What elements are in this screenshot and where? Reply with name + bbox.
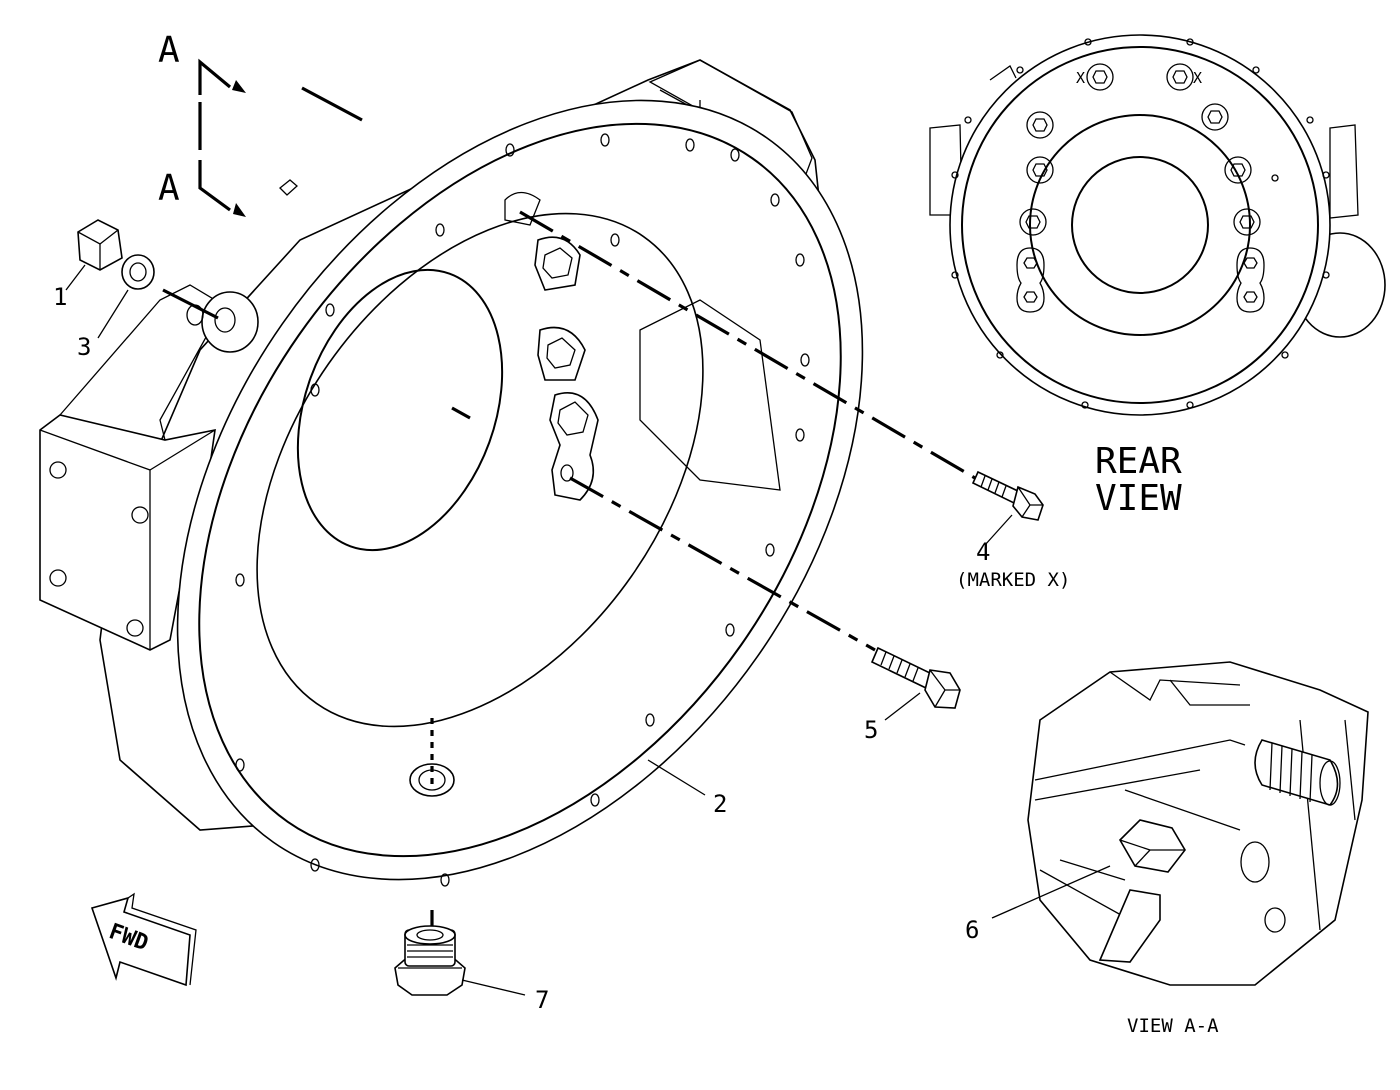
flange-bolt-holes xyxy=(235,133,810,887)
flywheel-housing xyxy=(39,59,864,887)
rear-hex-bolts xyxy=(1016,63,1265,313)
leader-2 xyxy=(647,759,706,796)
part-plug xyxy=(77,219,219,320)
plug-boss xyxy=(201,291,259,353)
section-mark-upper: A xyxy=(158,30,180,71)
housing-bolt-bosses xyxy=(504,191,599,501)
rear-view-title-line2: VIEW xyxy=(1095,478,1182,519)
fwd-arrow: FWD xyxy=(90,892,197,987)
section-indicator: A A xyxy=(158,30,246,217)
axis-line-center xyxy=(451,406,471,420)
rear-mark-left: X xyxy=(1076,69,1085,87)
leader-1 xyxy=(65,264,86,291)
rear-mark-right: X xyxy=(1193,69,1202,87)
part-plug-7 xyxy=(394,925,466,996)
callout-5: 5 xyxy=(864,716,878,744)
part-washer xyxy=(121,254,155,290)
callout-1: 1 xyxy=(53,283,67,311)
leader-4 xyxy=(984,514,1013,546)
part-bolt-5 xyxy=(870,646,961,709)
callout-4: 4 xyxy=(976,538,990,566)
bolt-5-path xyxy=(569,476,876,652)
leader-5 xyxy=(884,692,921,721)
view-aa-detail xyxy=(1027,661,1369,986)
section-arrow-upper xyxy=(198,58,232,95)
leader-7 xyxy=(461,979,526,996)
rear-view-title-line1: REAR xyxy=(1095,441,1182,482)
leader-6 xyxy=(991,865,1111,919)
callout-6: 6 xyxy=(965,916,979,944)
view-aa-caption: VIEW A-A xyxy=(1127,1015,1219,1037)
callout-3: 3 xyxy=(77,333,91,361)
inner-bore xyxy=(296,268,504,552)
bolt-4-path xyxy=(519,210,976,480)
rear-bolt-holes xyxy=(951,38,1330,409)
callout-4-note: (MARKED X) xyxy=(956,569,1070,591)
axis-line-top xyxy=(301,86,363,122)
rear-view-drawing: X X xyxy=(929,34,1386,416)
section-arrow-lower xyxy=(198,160,231,212)
callout-7: 7 xyxy=(535,986,549,1014)
callout-2: 2 xyxy=(713,790,727,818)
leader-3 xyxy=(97,289,129,339)
section-mark-lower: A xyxy=(158,168,180,209)
part-bolt-4 xyxy=(971,470,1044,521)
